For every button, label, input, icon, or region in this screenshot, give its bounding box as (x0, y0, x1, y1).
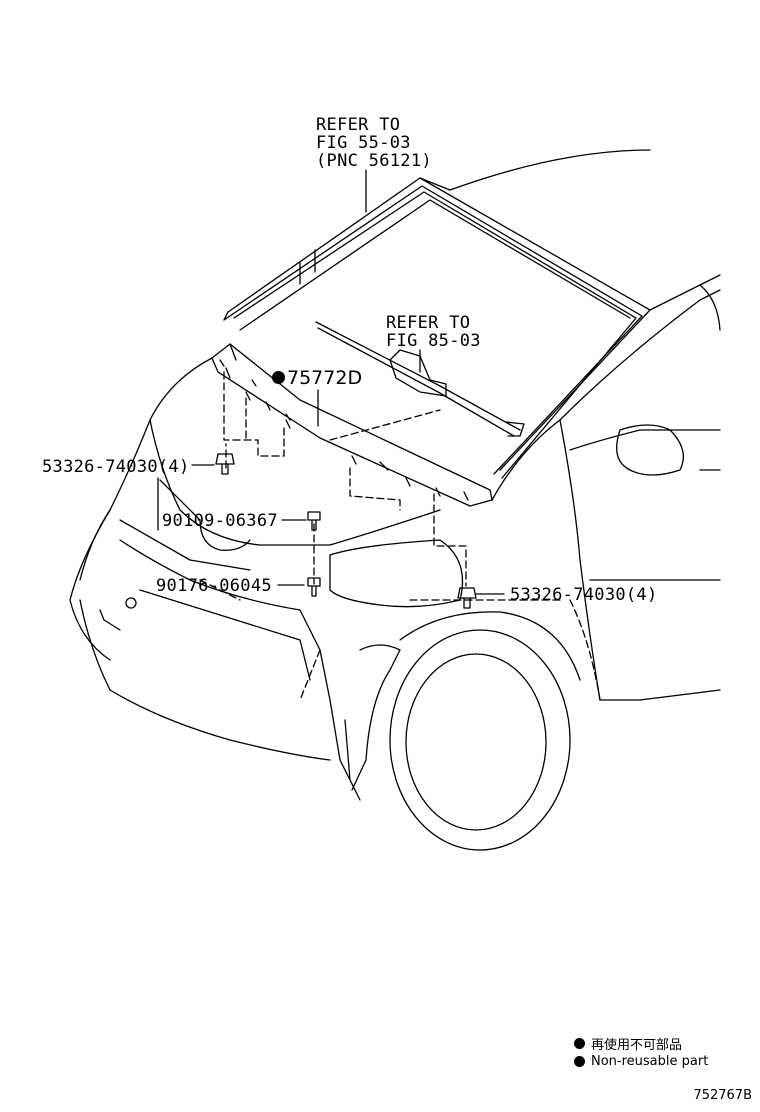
front-wheel (389, 611, 581, 851)
wiper-arm (315, 321, 525, 437)
screw-90109-icon (307, 511, 321, 531)
illustration-code: 752767B (693, 1088, 752, 1103)
non-reusable-dot-icon (272, 371, 285, 384)
clip-left-label: 53326-74030(4) (42, 457, 190, 477)
legend-english-text: Non-reusable part (591, 1054, 709, 1069)
legend-japanese-text: 再使用不可部品 (591, 1038, 683, 1053)
legend-japanese: 再使用不可部品 (574, 1034, 682, 1053)
screw-90109-label: 90109-06367 (162, 511, 278, 531)
windshield-molding (223, 177, 651, 479)
refer-windshield-line1: REFER TO (316, 115, 401, 135)
refer-windshield-line3: (PNC 56121) (316, 151, 432, 171)
clip-right-icon (457, 587, 477, 609)
refer-wiper-line2: FIG 85-03 (386, 331, 481, 351)
callout-leaders (157, 169, 505, 595)
clip-left-icon (215, 453, 235, 475)
screw-90176-label: 90176-06045 (156, 576, 272, 596)
fasteners (215, 453, 477, 609)
roof-outline (449, 149, 721, 331)
front-body (69, 357, 464, 801)
part-75772d-number: 75772D (287, 367, 363, 389)
part-75772d-label: 75772D (272, 367, 362, 389)
side-body (491, 289, 721, 701)
clip-right-label: 53326-74030(4) (510, 585, 658, 605)
legend-english: Non-reusable part (574, 1054, 708, 1069)
legend-dot-icon (574, 1056, 585, 1067)
leader-lines (199, 371, 601, 701)
legend-dot-icon (574, 1038, 585, 1049)
cowl-panel (211, 343, 493, 507)
screw-90176-icon (307, 577, 321, 597)
windshield-glass (239, 177, 631, 331)
refer-wiper-line1: REFER TO (386, 313, 471, 333)
refer-windshield-line2: FIG 55-03 (316, 133, 411, 153)
